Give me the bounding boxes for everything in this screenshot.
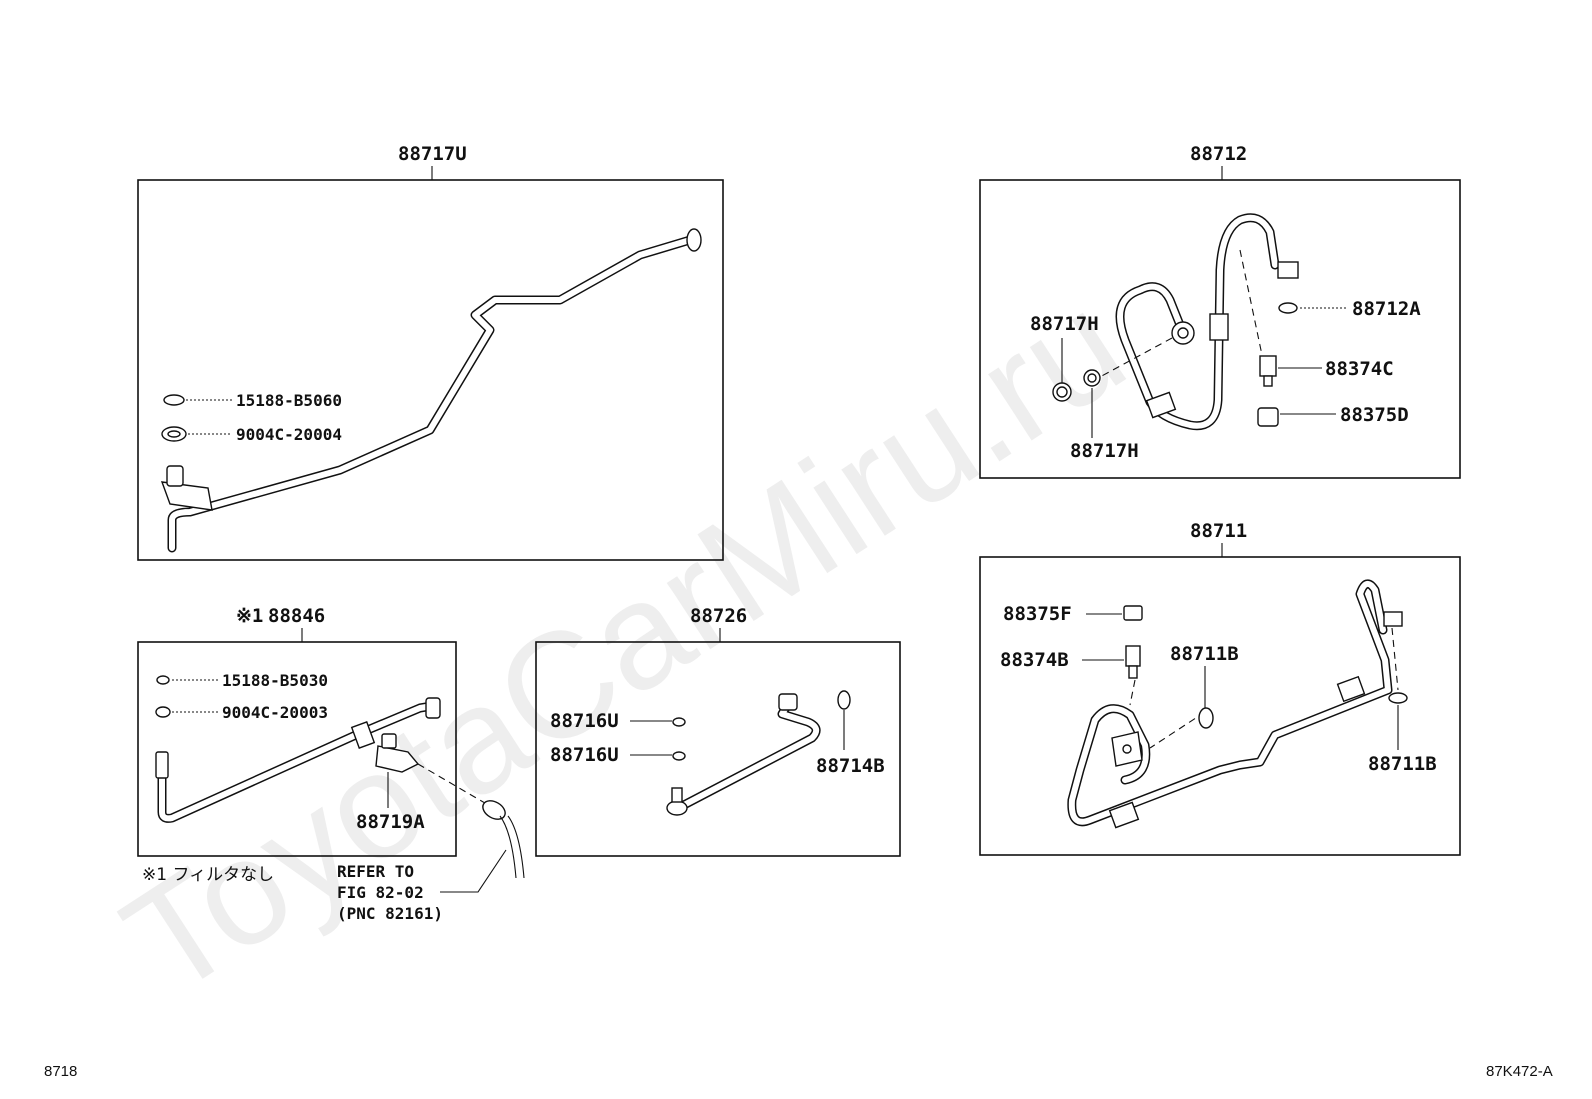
pipe-88846 [155, 697, 441, 823]
footer-left: 8718 [44, 1063, 77, 1080]
o-ring-88716u-a [672, 717, 686, 727]
group-box-88846 [137, 641, 457, 857]
label-88375f: 88375F [1003, 603, 1072, 625]
flange-88726 [778, 693, 798, 711]
group-88846: ※1 88846 15188-B5030 9004C-20003 88719A [137, 605, 491, 857]
o-ring-15188-b5030 [156, 675, 170, 685]
group-box-88712 [979, 179, 1461, 479]
refer-line1: REFER TO [337, 862, 414, 881]
valve-88374c [1259, 355, 1277, 377]
label-88711b-a: 88711B [1170, 643, 1239, 665]
label-88374c: 88374C [1325, 358, 1394, 380]
group-title-88726: 88726 [690, 605, 747, 627]
fitting-88726 [666, 800, 688, 816]
group-title-88711: 88711 [1190, 520, 1247, 542]
watermark: ToyotaCarMiru.ru [96, 259, 1152, 1026]
group-prefix-88846: ※1 [236, 605, 263, 627]
group-title-88717u: 88717U [398, 143, 467, 165]
group-box-88726 [535, 641, 901, 857]
clip-88712 [1277, 261, 1299, 279]
label-88716u-b: 88716U [550, 744, 619, 766]
group-88711: 88711 88375F 88374B 88711B 88711B [979, 520, 1461, 856]
pipe-88717u [160, 228, 702, 553]
bracket-88717u [160, 481, 213, 511]
label-88716u-a: 88716U [550, 710, 619, 732]
label-88711b-b: 88711B [1368, 753, 1437, 775]
connector-82161 [440, 800, 525, 893]
label-88717h-b: 88717H [1070, 440, 1139, 462]
switch-88719a [375, 745, 420, 773]
footer-right: 87K472-A [1486, 1063, 1553, 1080]
label-88712a: 88712A [1352, 298, 1421, 320]
pipe-88711 [1067, 579, 1403, 829]
clip-88711 [1383, 611, 1403, 627]
group-88712: 88712 88717H 88717H 88712A 883 [979, 143, 1461, 479]
fitting-88846 [155, 751, 169, 779]
pipe-88712 [1115, 213, 1299, 431]
refer-line3: (PNC 82161) [337, 904, 443, 923]
label-88374b: 88374B [1000, 649, 1069, 671]
o-ring-88712a [1278, 302, 1298, 314]
label-88714b: 88714B [816, 755, 885, 777]
pipe-end-88846 [425, 697, 441, 719]
pipe-88726 [666, 693, 821, 816]
group-88726: 88726 88716U 88716U 88714B [535, 605, 901, 857]
label-88719a: 88719A [356, 811, 425, 833]
group-box-88711 [979, 556, 1461, 856]
sleeve-88712 [1209, 313, 1229, 341]
refer-line2: FIG 82-02 [337, 883, 424, 902]
note-filter: ※1 フィルタなし [142, 865, 274, 885]
o-ring-88716u-b [672, 751, 686, 761]
sleeve-88711 [1336, 675, 1366, 703]
cap-88375f [1123, 605, 1143, 621]
valve-88374b [1125, 645, 1141, 667]
o-ring-88711b-a [1198, 707, 1214, 729]
o-ring-15188-b5060 [163, 394, 185, 406]
label-9004c-20004: 9004C-20004 [236, 425, 342, 444]
label-88375d: 88375D [1340, 404, 1409, 426]
group-title-88846: 88846 [268, 605, 325, 627]
label-9004c-20003: 9004C-20003 [222, 703, 328, 722]
o-ring-9004c-20003 [155, 706, 171, 718]
pipe-end-88717u [686, 228, 702, 252]
clamp-88846 [350, 721, 376, 749]
o-ring-88711b-b [1388, 692, 1408, 704]
o-ring-88714b [837, 690, 851, 710]
cap-88375d [1257, 407, 1279, 427]
label-88717h-a: 88717H [1030, 313, 1099, 335]
group-title-88712: 88712 [1190, 143, 1247, 165]
group-box-88717u [137, 179, 724, 561]
label-15188-b5030: 15188-B5030 [222, 671, 328, 690]
label-15188-b5060: 15188-B5060 [236, 391, 342, 410]
group-88717u: 88717U 15188-B5060 9004C-20004 [137, 143, 724, 561]
